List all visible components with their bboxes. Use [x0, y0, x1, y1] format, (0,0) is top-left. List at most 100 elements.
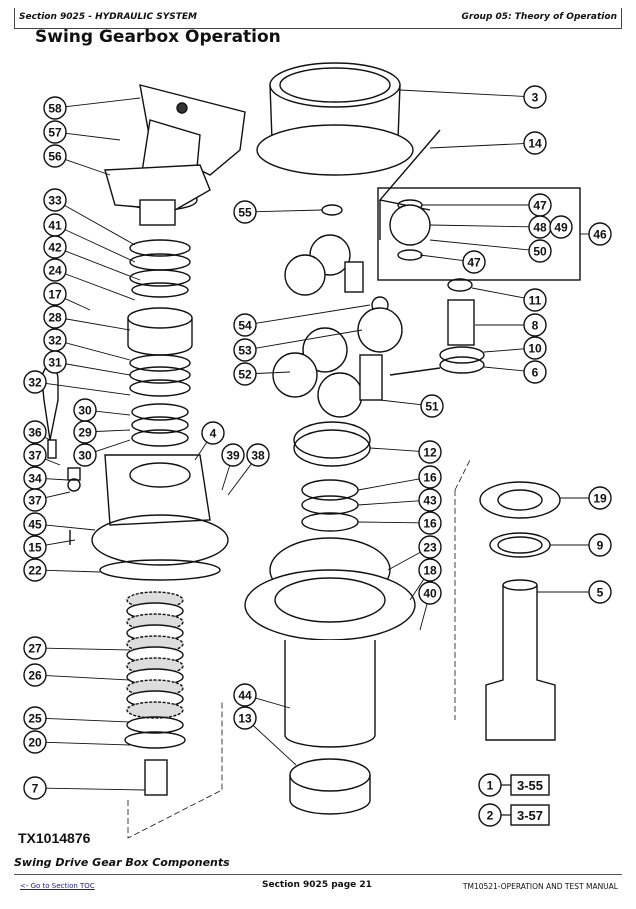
leader-line: [45, 478, 69, 481]
leader-line: [255, 329, 363, 349]
footer-divider: [14, 874, 622, 875]
callout-5: 5: [588, 580, 612, 604]
svg-text:28: 28: [48, 311, 62, 325]
leader-line: [45, 524, 96, 531]
svg-text:26: 26: [28, 669, 42, 683]
callout-48: 48: [528, 215, 552, 239]
swing-motor-drawing: [104, 84, 246, 226]
leader-line: [369, 447, 420, 452]
svg-text:57: 57: [48, 126, 62, 140]
svg-text:51: 51: [425, 400, 439, 414]
callout-49: 49: [549, 215, 573, 239]
leader-line: [65, 363, 131, 376]
leader-line: [95, 429, 131, 432]
leader-line: [65, 159, 111, 176]
callout-57: 57: [43, 120, 67, 144]
leader-line: [255, 371, 291, 374]
svg-text:10: 10: [528, 342, 542, 356]
leader-line: [255, 209, 323, 213]
svg-text:5: 5: [597, 586, 604, 600]
callout-18: 18: [418, 558, 442, 582]
svg-text:18: 18: [423, 564, 437, 578]
svg-text:20: 20: [28, 736, 42, 750]
callout-23: 23: [418, 535, 442, 559]
leader-line: [65, 97, 141, 108]
svg-text:3: 3: [532, 91, 539, 105]
leader-line: [483, 366, 525, 372]
svg-text:37: 37: [28, 449, 42, 463]
callout-37: 37: [23, 443, 47, 467]
svg-text:4: 4: [210, 427, 217, 441]
leader-line: [44, 436, 51, 441]
go-to-section-toc-link[interactable]: <- Go to Section TOC: [20, 882, 95, 890]
callout-9: 9: [588, 533, 612, 557]
callout-37: 37: [23, 488, 47, 512]
svg-text:8: 8: [532, 319, 539, 333]
leader-line: [45, 647, 131, 651]
svg-text:15: 15: [28, 541, 42, 555]
svg-text:41: 41: [48, 219, 62, 233]
callout-55: 55: [233, 200, 257, 224]
leader-line: [45, 539, 76, 546]
callout-46: 46: [588, 222, 612, 246]
callout-7: 7: [23, 776, 47, 800]
callout-44: 44: [233, 683, 257, 707]
svg-text:22: 22: [28, 564, 42, 578]
svg-text:39: 39: [226, 449, 240, 463]
svg-text:42: 42: [48, 241, 62, 255]
svg-text:56: 56: [48, 150, 62, 164]
callout-54: 54: [233, 313, 257, 337]
leader-line: [95, 439, 131, 452]
callout-13: 13: [233, 706, 257, 730]
callout-20: 20: [23, 730, 47, 754]
leader-line: [357, 478, 420, 491]
ring-gear-housing-drawing: [256, 62, 414, 216]
leader-line: [471, 287, 525, 299]
callout-50: 50: [528, 239, 552, 263]
leader-line: [387, 551, 421, 571]
callout-15: 15: [23, 535, 47, 559]
page-header: Section 9025 - HYDRAULIC SYSTEM Group 05…: [14, 8, 622, 29]
svg-text:29: 29: [78, 426, 92, 440]
svg-text:24: 24: [48, 264, 62, 278]
leader-line: [65, 250, 141, 281]
leader-line: [419, 603, 428, 631]
svg-text:33: 33: [48, 194, 62, 208]
svg-text:43: 43: [423, 494, 437, 508]
svg-text:2: 2: [487, 809, 494, 823]
callout-10: 10: [523, 336, 547, 360]
callout-30: 30: [73, 398, 97, 422]
svg-text:54: 54: [238, 319, 252, 333]
callout-34: 34: [23, 466, 47, 490]
callout-6: 6: [523, 360, 547, 384]
svg-text:19: 19: [593, 492, 607, 506]
callout-28: 28: [43, 305, 67, 329]
leader-line: [419, 254, 464, 262]
callout-47: 47: [462, 250, 486, 274]
svg-text:45: 45: [28, 518, 42, 532]
svg-text:55: 55: [238, 206, 252, 220]
svg-text:6: 6: [532, 366, 539, 380]
callout-27: 27: [23, 636, 47, 660]
callout-31: 31: [43, 350, 67, 374]
svg-text:31: 31: [48, 356, 62, 370]
svg-text:27: 27: [28, 642, 42, 656]
planetary-carrier-drawing: [244, 129, 441, 815]
svg-text:53: 53: [238, 344, 252, 358]
svg-text:17: 17: [48, 288, 62, 302]
svg-text:12: 12: [423, 446, 437, 460]
callout-33: 33: [43, 188, 67, 212]
figure-id: TX1014876: [18, 830, 91, 846]
callout-36: 36: [23, 420, 47, 444]
svg-text:25: 25: [28, 712, 42, 726]
callout-4: 4: [201, 421, 225, 445]
leader-line: [399, 89, 525, 97]
callout-19: 19: [588, 486, 612, 510]
exploded-parts-diagram: 5857563341422417283231323036293730343745…: [23, 62, 612, 839]
callout-53: 53: [233, 338, 257, 362]
leader-line: [64, 205, 136, 246]
callout-40: 40: [418, 581, 442, 605]
leader-line: [227, 463, 252, 496]
callout-29: 29: [73, 420, 97, 444]
callout-47: 47: [528, 193, 552, 217]
